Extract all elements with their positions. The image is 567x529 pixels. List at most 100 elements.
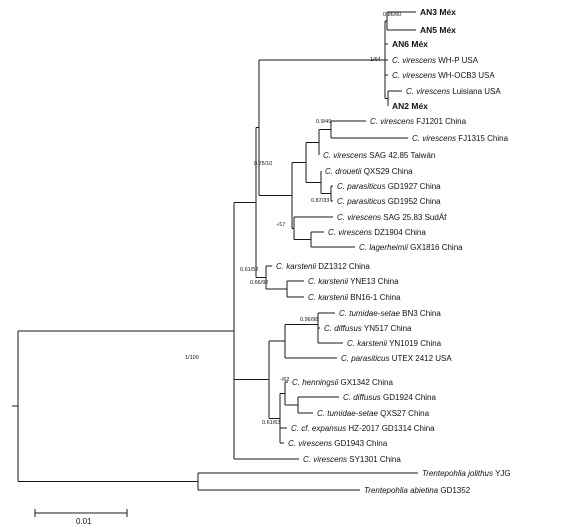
strain-name: GD1352 xyxy=(438,486,471,495)
strain-name: YN517 China xyxy=(362,324,412,333)
strain-name: GD1952 China xyxy=(385,197,441,206)
taxon-label: C. parasiticus GD1927 China xyxy=(337,182,441,191)
scale-bar-label: 0.01 xyxy=(76,517,92,526)
support-value: 0.87/33 xyxy=(311,198,329,204)
strain-name: QXS29 China xyxy=(361,167,413,176)
species-name: C. virescens xyxy=(328,228,372,237)
taxon-label: C. virescens SAG 42.85 Taiwán xyxy=(323,151,435,160)
strain-name: WH-OCB3 USA xyxy=(436,71,495,80)
strain-name: SY1301 China xyxy=(347,455,401,464)
support-value: 1/64 xyxy=(370,57,381,63)
support-value: 1/100 xyxy=(185,355,199,361)
taxon-label: C. virescens SY1301 China xyxy=(303,455,401,464)
taxon-label: C. drouetii QXS29 China xyxy=(325,167,413,176)
species-name: C. lagerheimii xyxy=(359,243,408,252)
species-name: C. karstenii xyxy=(347,339,387,348)
species-name: Trentepohlia abietina xyxy=(364,486,439,495)
taxon-label: C. lagerheimii GX1816 China xyxy=(359,243,463,252)
species-name: C. virescens xyxy=(406,87,450,96)
tree-branches xyxy=(12,11,418,491)
species-name: C. tumidae-setae xyxy=(339,309,400,318)
taxon-label: AN6 Méx xyxy=(392,39,428,49)
taxon-label: C. henningsii GX1342 China xyxy=(292,378,394,387)
species-name: C. virescens xyxy=(392,71,436,80)
species-name: C. virescens xyxy=(303,455,347,464)
strain-name: GX1342 China xyxy=(338,378,393,387)
support-value: 0.75/10 xyxy=(254,161,272,167)
species-name: C. virescens xyxy=(337,213,381,222)
taxon-label: C. karstenii YN1019 China xyxy=(347,339,442,348)
strain-name: HZ-2017 GD1314 China xyxy=(346,424,435,433)
strain-name: UTEX 2412 USA xyxy=(389,354,452,363)
taxon-label: C. karstenii DZ1312 China xyxy=(276,262,370,271)
support-value: 0.61/52 xyxy=(240,267,258,273)
taxon-label: AN2 Méx xyxy=(392,101,428,111)
strain-name: DZ1904 China xyxy=(372,228,426,237)
strain-name: BN16-1 China xyxy=(348,293,401,302)
strain-name: SAG 42.85 Taiwán xyxy=(367,151,435,160)
taxon-label: AN5 Méx xyxy=(420,25,456,35)
species-name: C. tumidae-setae xyxy=(317,409,378,418)
species-name: C. virescens xyxy=(370,117,414,126)
support-value: 0.9/49 xyxy=(316,119,331,125)
strain-name: YN1019 China xyxy=(387,339,442,348)
species-name: C. henningsii xyxy=(292,378,338,387)
taxon-label: C. tumidae-setae BN3 China xyxy=(339,309,441,318)
strain-name: QXS27 China xyxy=(378,409,430,418)
species-name: C. virescens xyxy=(288,439,332,448)
support-value: 0.66/92 xyxy=(250,280,268,286)
species-name: C. parasiticus xyxy=(337,197,385,206)
taxon-label: C. virescens SAG 25.83 SudÁf xyxy=(337,213,447,222)
taxon-label: Trentepohlia abietina GD1352 xyxy=(364,486,471,495)
taxon-label: C. virescens Luisiana USA xyxy=(406,87,501,96)
strain-name: WH-P USA xyxy=(436,56,479,65)
support-values: 0.86/60 1/64 0.9/49 0.87/33 -/17 0.75/10 0.66/… xyxy=(185,12,401,426)
species-name: C. karstenii xyxy=(276,262,316,271)
species-name: C. virescens xyxy=(412,134,456,143)
strain-name: GX1816 China xyxy=(408,243,463,252)
taxon-label: C. diffusus GD1924 China xyxy=(343,393,436,402)
species-name: C. cf. expansus xyxy=(291,424,346,433)
taxon-label: C. tumidae-setae QXS27 China xyxy=(317,409,430,418)
species-name: C. parasiticus xyxy=(341,354,389,363)
taxon-label: C. cf. expansus HZ-2017 GD1314 China xyxy=(291,424,435,433)
strain-name: GD1924 China xyxy=(381,393,437,402)
taxon-label: C. virescens GD1943 China xyxy=(288,439,388,448)
species-name: C. drouetii xyxy=(325,167,362,176)
support-value: 0.61/63 xyxy=(262,420,280,426)
taxon-label: C. karstenii BN16-1 China xyxy=(308,293,401,302)
strain-name: GD1927 China xyxy=(385,182,441,191)
taxon-label: Trentepohlia jolithus YJG xyxy=(422,469,511,478)
strain-name: FJ1315 China xyxy=(456,134,509,143)
species-name: C. diffusus xyxy=(343,393,381,402)
taxon-label: C. parasiticus GD1952 China xyxy=(337,197,441,206)
species-name: Trentepohlia jolithus xyxy=(422,469,493,478)
taxon-label: C. virescens FJ1201 China xyxy=(370,117,467,126)
strain-name: DZ1312 China xyxy=(316,262,370,271)
species-name: C. karstenii xyxy=(308,293,348,302)
species-name: C. parasiticus xyxy=(337,182,385,191)
strain-name: FJ1201 China xyxy=(414,117,467,126)
taxon-label: C. virescens DZ1904 China xyxy=(328,228,426,237)
scale-bar: 0.01 xyxy=(34,509,128,526)
strain-name: YNE13 China xyxy=(348,277,399,286)
support-value: 0.96/98 xyxy=(300,317,318,323)
support-value: 0.86/60 xyxy=(383,12,401,18)
species-name: C. diffusus xyxy=(324,324,362,333)
taxon-label: C. virescens WH-P USA xyxy=(392,56,479,65)
species-name: C. virescens xyxy=(392,56,436,65)
taxon-label: AN3 Méx xyxy=(420,7,456,17)
strain-name: Luisiana USA xyxy=(450,87,501,96)
taxon-label: C. parasiticus UTEX 2412 USA xyxy=(341,354,452,363)
support-value: -/62 xyxy=(280,377,289,383)
species-name: C. virescens xyxy=(323,151,367,160)
taxon-label: C. virescens FJ1315 China xyxy=(412,134,509,143)
taxon-label: C. diffusus YN517 China xyxy=(324,324,412,333)
strain-name: YJG xyxy=(493,469,511,478)
strain-name: GD1943 China xyxy=(332,439,388,448)
species-name: C. karstenii xyxy=(308,277,348,286)
taxon-label: C. karstenii YNE13 China xyxy=(308,277,399,286)
support-value: -/17 xyxy=(276,222,285,228)
